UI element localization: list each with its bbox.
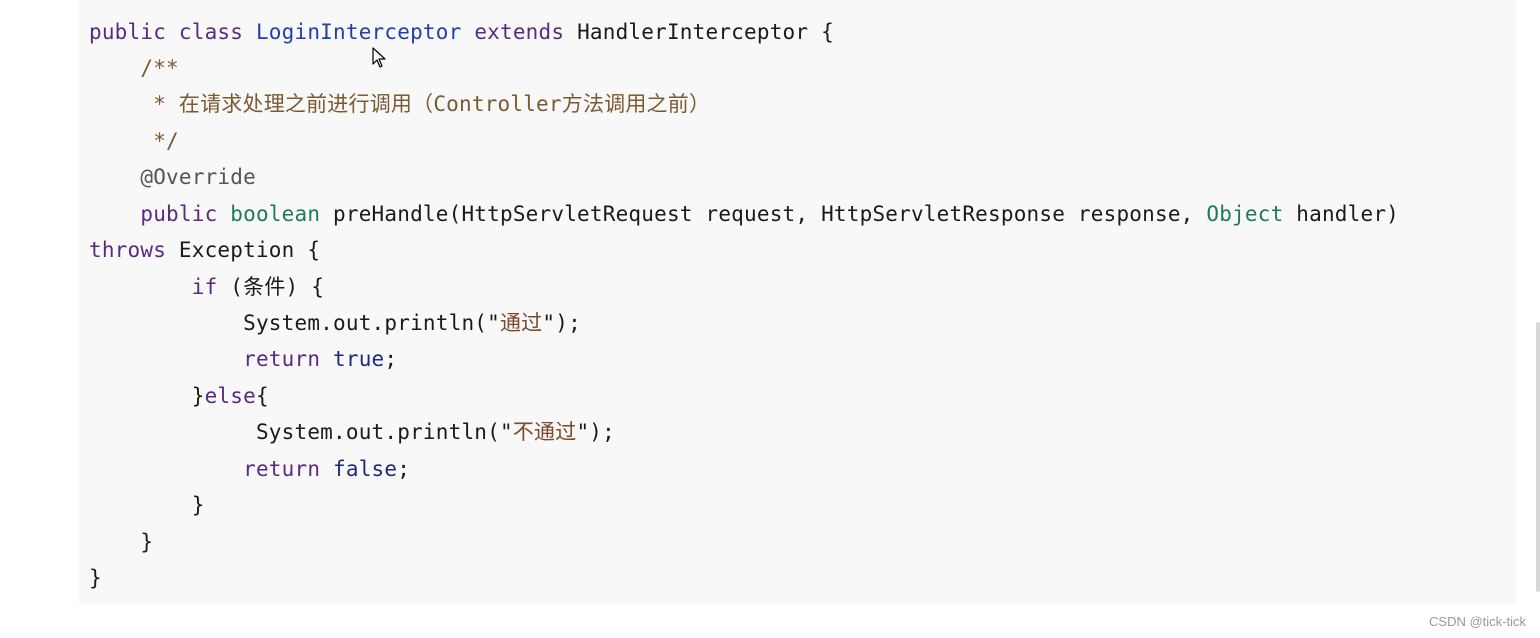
keyword: if [89,275,218,299]
code-line-4: */ [89,129,179,153]
comment-text: 方法调用之前） [561,92,711,116]
code-text: System.out.println(" [89,311,500,335]
watermark: CSDN @tick-tick [1429,614,1526,629]
code-line-5: @Override [89,165,256,189]
code-line-11: }else{ [89,381,269,411]
code-line-16: } [89,566,102,590]
code-line-14: } [89,493,205,517]
code-text: { [255,384,269,408]
code-line-3: * 在请求处理之前进行调用（Controller方法调用之前） [89,89,710,119]
keyword: public class [89,20,244,44]
type-name: Object [1206,202,1284,226]
code-text: ; [397,457,411,481]
code-line-2: /** [89,56,179,80]
code-block: public class LoginInterceptor extends Ha… [79,0,1516,604]
literal: true [320,347,385,371]
code-line-6: public boolean preHandle(HttpServletRequ… [89,199,1399,229]
code-text: 条件 [243,275,286,299]
code-text: "); [576,420,615,444]
keyword: return [89,347,321,371]
code-text: System.out.println(" [89,420,513,444]
string-literal: 通过 [499,311,543,335]
code-text: HandlerInterceptor { [577,20,834,44]
code-line-1: public class LoginInterceptor extends Ha… [89,17,834,47]
comment-text: 在请求处理之前进行调用（ [178,92,434,116]
class-name: LoginInterceptor [255,20,462,44]
code-text: } [89,384,205,408]
keyword: extends [474,20,565,44]
code-text: preHandle(HttpServletRequest request, Ht… [320,202,1207,226]
keyword: return [89,457,321,481]
string-literal: 不通过 [512,420,577,444]
code-line-13: return false; [89,454,410,484]
code-text: ( [217,275,244,299]
scrollbar[interactable] [1536,322,1540,592]
code-line-7: throws Exception { [89,235,320,265]
code-line-9: System.out.println("通过"); [89,308,581,338]
literal: false [320,457,398,481]
keyword: public [89,202,231,226]
code-line-8: if (条件) { [89,272,324,302]
comment-star: * [89,92,179,116]
mouse-pointer-icon [372,47,386,68]
code-text: Exception { [166,238,321,262]
comment-text: Controller [433,92,562,116]
keyword: throws [89,238,167,262]
code-text: ) { [285,275,325,299]
code-line-10: return true; [89,344,397,374]
keyword: else [204,384,256,408]
code-line-15: } [89,530,154,554]
code-text: "); [542,311,581,335]
code-text: handler) [1283,202,1400,226]
type-name: boolean [230,202,321,226]
code-line-12: System.out.println("不通过"); [89,417,615,447]
code-text: ; [384,347,398,371]
